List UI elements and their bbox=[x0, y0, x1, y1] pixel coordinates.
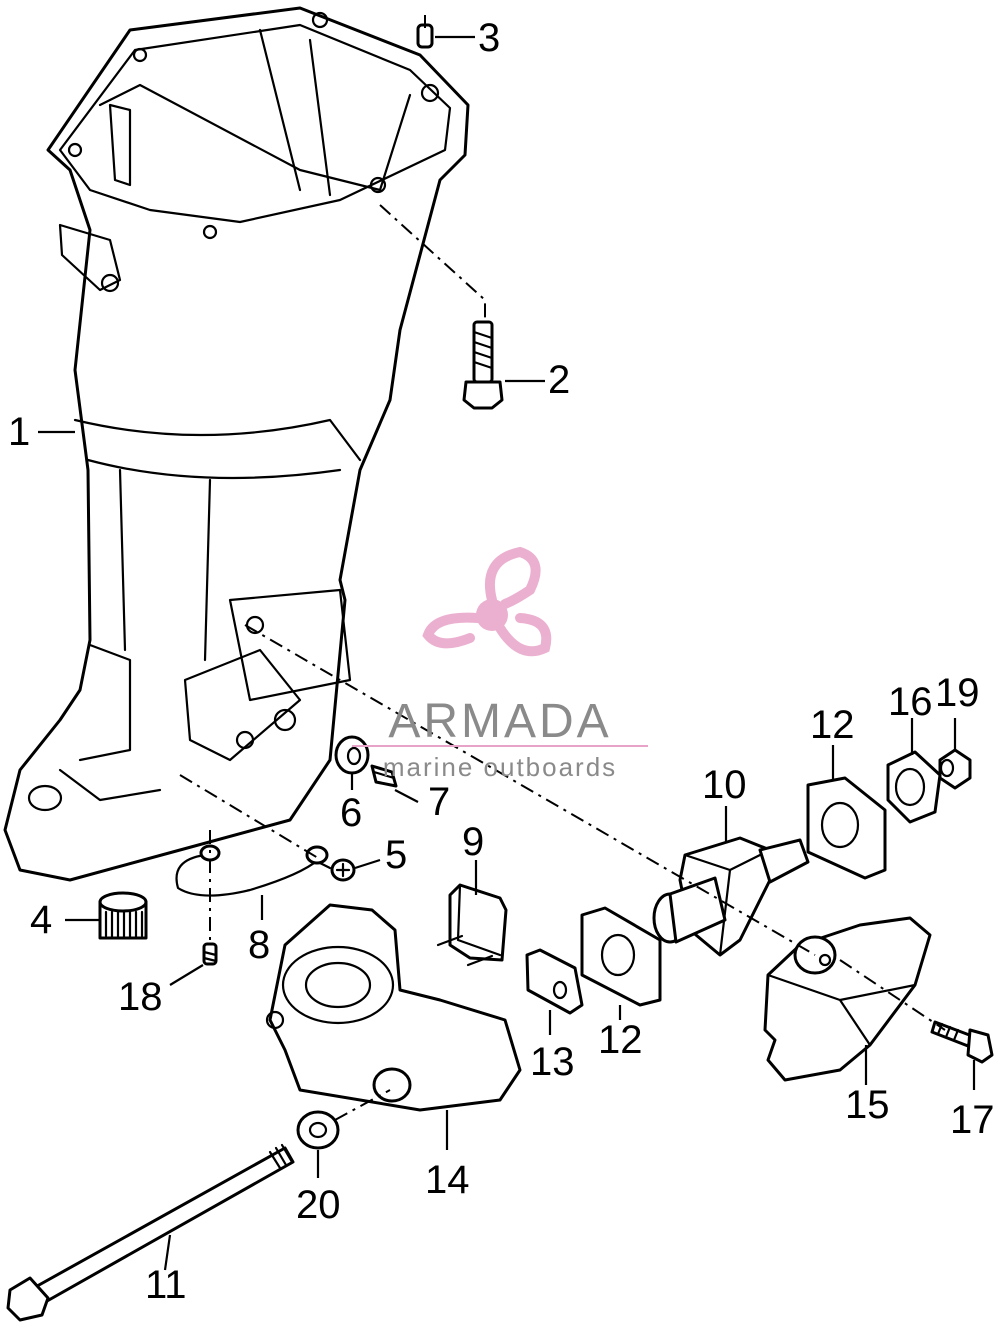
watermark-tagline: marine outboards bbox=[383, 752, 617, 782]
callout-12-upper: 12 bbox=[810, 703, 855, 747]
callout-12-lower: 12 bbox=[598, 1018, 643, 1062]
part-14-swivel-bracket bbox=[265, 903, 522, 1112]
callout-17: 17 bbox=[950, 1098, 995, 1142]
part-4-knurled-bushing bbox=[98, 891, 148, 940]
callout-10: 10 bbox=[702, 763, 747, 807]
leader-lines bbox=[38, 35, 976, 1271]
part-12-mount-plate-lower bbox=[580, 906, 662, 1007]
part-19-nut bbox=[938, 748, 972, 790]
callout-7: 7 bbox=[428, 780, 450, 824]
callout-13: 13 bbox=[530, 1040, 575, 1084]
part-11-long-bolt bbox=[6, 1143, 295, 1322]
callout-18: 18 bbox=[118, 975, 163, 1019]
part-20-washer bbox=[296, 1110, 340, 1150]
callout-4: 4 bbox=[30, 898, 52, 942]
part-6-washer bbox=[334, 735, 370, 775]
part-5-screw bbox=[316, 858, 356, 882]
callout-11: 11 bbox=[145, 1263, 187, 1307]
part-9-rubber-mount bbox=[436, 883, 508, 967]
part-17-bolt bbox=[930, 1020, 994, 1064]
callout-2: 2 bbox=[548, 358, 570, 402]
part-10-lower-mount bbox=[652, 836, 810, 957]
callout-1: 1 bbox=[8, 410, 30, 454]
armada-watermark: ARMADA marine outboards bbox=[352, 546, 648, 782]
part-7-screw bbox=[370, 764, 398, 788]
part-1-drive-shaft-housing bbox=[3, 6, 470, 882]
callout-15: 15 bbox=[845, 1083, 890, 1127]
part-8-ground-wire bbox=[175, 844, 329, 897]
part-12-mount-plate-upper bbox=[806, 776, 887, 880]
callout-6: 6 bbox=[340, 791, 362, 835]
callout-20: 20 bbox=[296, 1183, 341, 1227]
callout-9: 9 bbox=[462, 820, 484, 864]
part-3-dowel-pin bbox=[416, 23, 434, 49]
part-15-clamp-cover bbox=[763, 916, 932, 1082]
part-2-bolt bbox=[462, 320, 504, 410]
propeller-icon bbox=[422, 546, 552, 657]
watermark-brand: ARMADA bbox=[388, 695, 611, 748]
part-18-bolt bbox=[202, 942, 218, 966]
assembly-lines bbox=[179, 15, 946, 1121]
callout-16: 16 bbox=[888, 680, 933, 724]
callout-19: 19 bbox=[935, 671, 980, 715]
callout-labels: 1 2 3 4 5 6 7 8 9 10 11 12 12 13 14 15 1… bbox=[8, 16, 995, 1307]
callout-8: 8 bbox=[248, 923, 270, 967]
callout-3: 3 bbox=[478, 16, 500, 60]
callout-14: 14 bbox=[425, 1158, 470, 1202]
callout-5: 5 bbox=[385, 833, 407, 877]
part-16-bushing bbox=[886, 750, 942, 824]
part-13-shim-plate bbox=[525, 948, 584, 1015]
